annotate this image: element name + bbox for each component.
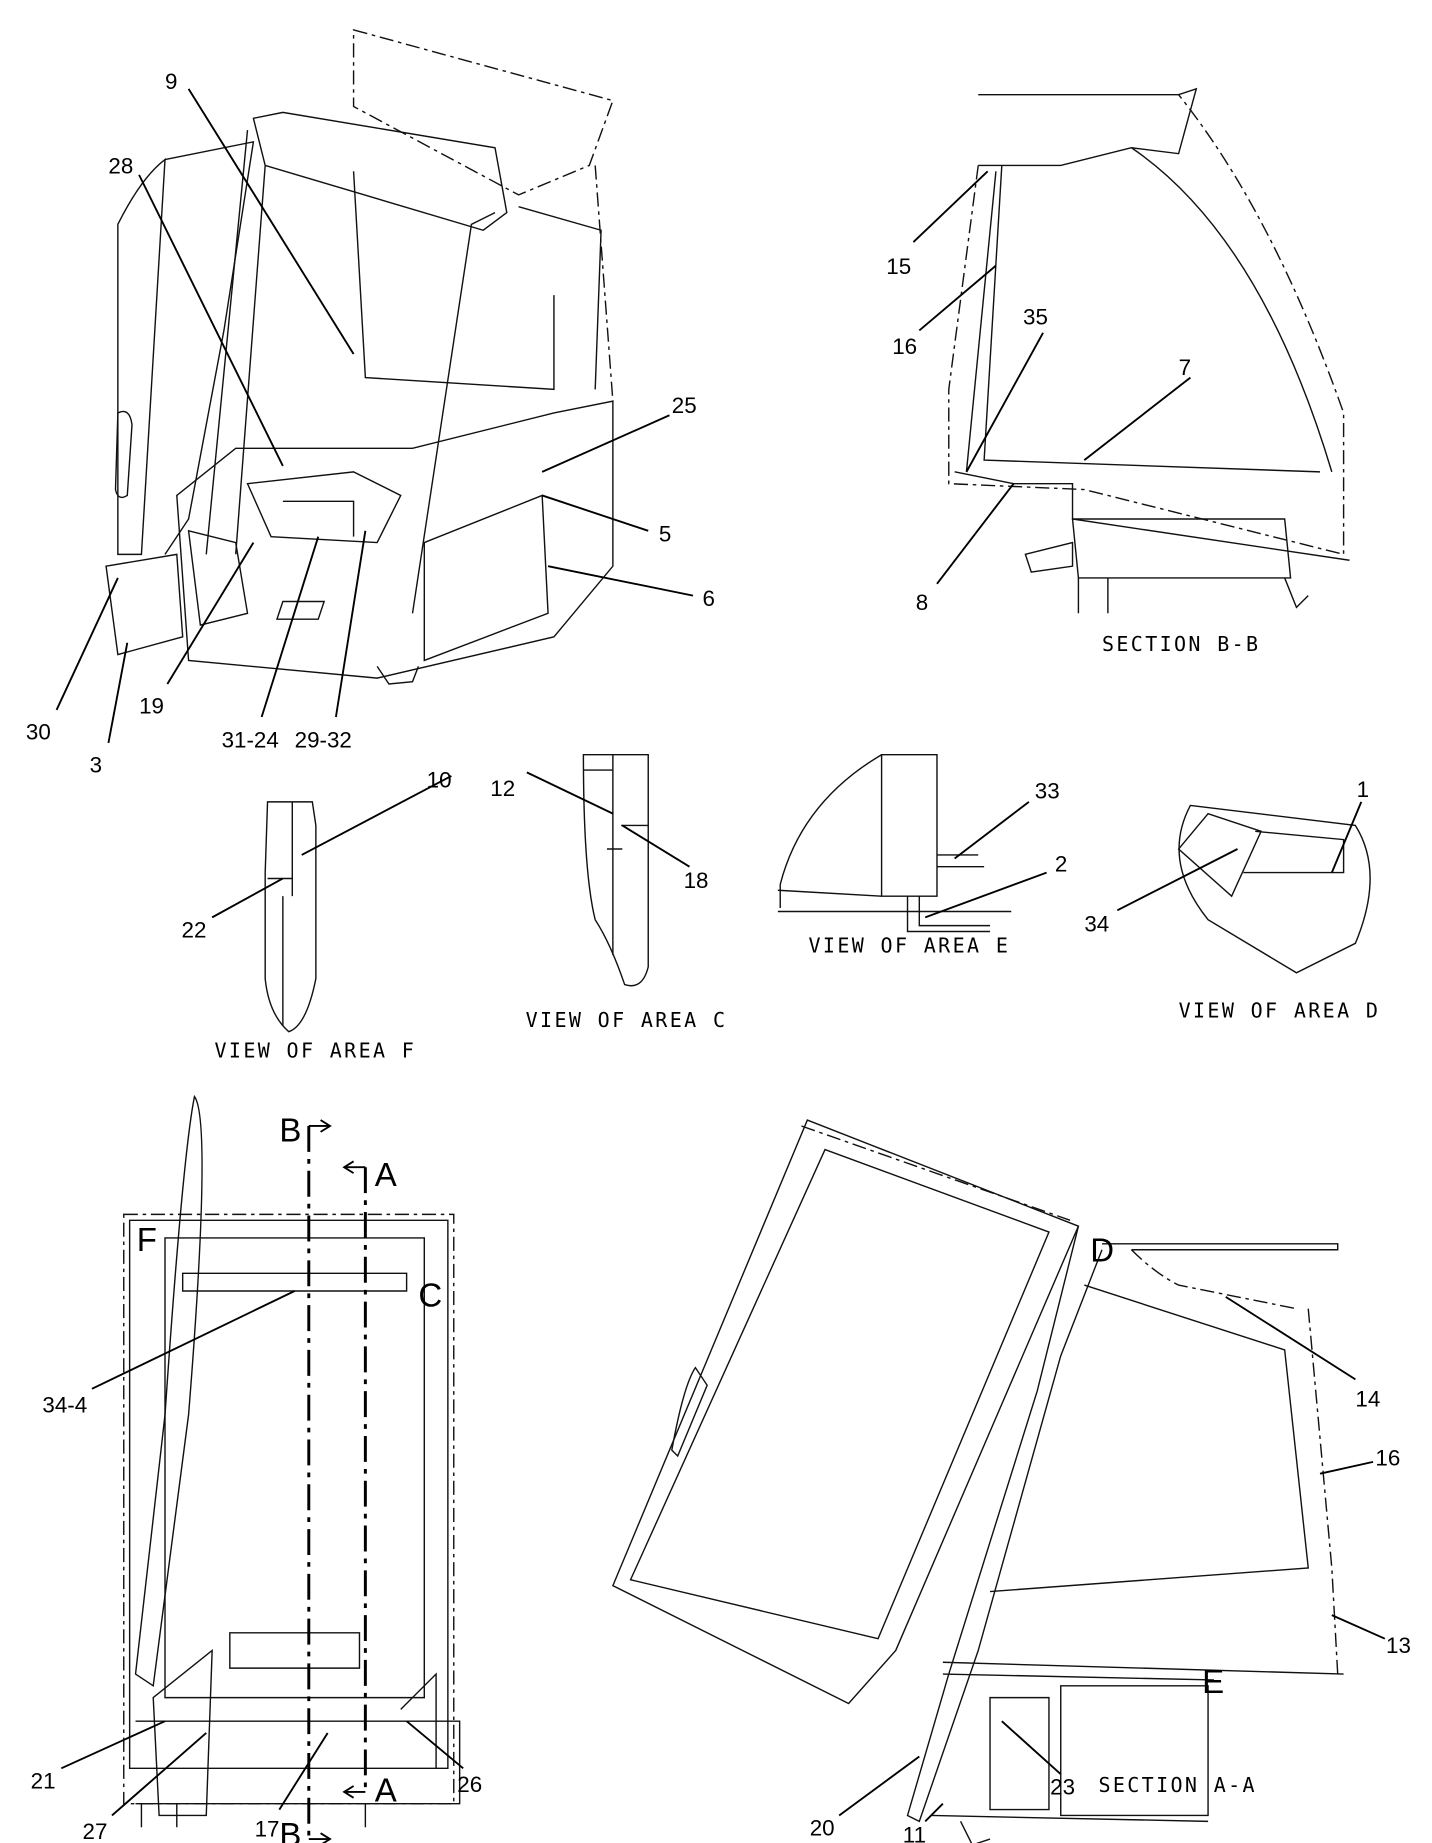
caption-section-aa: SECTION A-A — [1098, 1773, 1256, 1797]
callout-22: 22 — [182, 917, 207, 942]
callout-27: 27 — [83, 1819, 108, 1843]
section-marker-b-top: B — [279, 1111, 301, 1148]
section-bb-view — [948, 87, 1350, 614]
caption-view-area-f: VIEW OF AREA F — [215, 1039, 417, 1063]
callout-7: 7 — [1179, 355, 1191, 380]
front-elevation-view — [123, 1094, 461, 1843]
area-marker-c: C — [418, 1276, 442, 1313]
area-marker-e: E — [1202, 1663, 1224, 1700]
callout-2: 2 — [1055, 851, 1067, 876]
callout-3: 3 — [90, 752, 102, 777]
callout-5: 5 — [659, 521, 671, 546]
callout-26: 26 — [457, 1772, 482, 1797]
cab-isometric-view — [105, 28, 614, 685]
callout-25: 25 — [672, 393, 697, 418]
callout-10: 10 — [427, 768, 452, 793]
markers-front: B A F C A B — [137, 1111, 443, 1843]
callout-20: 20 — [810, 1816, 835, 1841]
leader-lines-section-aa — [838, 1296, 1386, 1823]
callout-11: 11 — [903, 1823, 926, 1843]
section-aa-view — [611, 1119, 1344, 1843]
callout-19: 19 — [139, 693, 164, 718]
callout-14: 14 — [1355, 1386, 1380, 1411]
section-marker-a-bottom: A — [375, 1771, 397, 1808]
callout-18: 18 — [684, 868, 709, 893]
callout-1: 1 — [1357, 777, 1369, 802]
callouts-section-aa: D E 14 16 13 20 11 23 SECTION A-A — [810, 1232, 1411, 1843]
callouts-front: 34-4 21 27 17 26 — [31, 1392, 483, 1843]
area-marker-f: F — [137, 1221, 157, 1258]
callout-8: 8 — [916, 590, 928, 615]
leader-lines-section-bb — [912, 170, 1191, 585]
callouts-isometric: 9 28 25 5 6 30 19 3 31-24 29-32 — [26, 69, 715, 778]
view-area-d: 1 34 VIEW OF AREA D — [1084, 777, 1381, 1023]
callout-23: 23 — [1050, 1774, 1075, 1799]
callout-15: 15 — [886, 254, 911, 279]
callout-30: 30 — [26, 719, 51, 744]
callout-21: 21 — [31, 1768, 56, 1793]
section-marker-a-top: A — [375, 1156, 397, 1193]
view-area-c: 12 18 VIEW OF AREA C — [490, 754, 728, 1032]
callout-12: 12 — [490, 776, 515, 801]
callouts-section-bb: 15 16 35 7 8 SECTION B-B — [886, 254, 1260, 656]
callout-29-32: 29-32 — [295, 728, 352, 753]
caption-view-area-c: VIEW OF AREA C — [526, 1008, 728, 1032]
callout-34: 34 — [1084, 912, 1109, 937]
caption-view-area-e: VIEW OF AREA E — [809, 934, 1011, 958]
section-marker-b-bottom: B — [279, 1816, 301, 1843]
callout-35: 35 — [1023, 305, 1048, 330]
callout-9: 9 — [165, 69, 177, 94]
view-area-e: 33 2 VIEW OF AREA E — [777, 754, 1067, 958]
callout-13: 13 — [1386, 1633, 1411, 1658]
caption-view-area-d: VIEW OF AREA D — [1179, 999, 1381, 1023]
caption-section-bb: SECTION B-B — [1102, 632, 1260, 656]
callout-34-4: 34-4 — [42, 1392, 87, 1417]
callout-6: 6 — [702, 586, 714, 611]
leader-lines-front — [60, 1290, 464, 1817]
callout-16: 16 — [892, 334, 917, 359]
view-area-f: 10 22 VIEW OF AREA F — [182, 768, 452, 1063]
callout-28: 28 — [108, 154, 133, 179]
leader-lines-isometric — [55, 88, 694, 744]
callout-33: 33 — [1035, 778, 1060, 803]
area-marker-d: D — [1090, 1232, 1114, 1269]
callout-31-24: 31-24 — [222, 728, 279, 753]
callout-16-section-aa: 16 — [1375, 1445, 1400, 1470]
callout-17: 17 — [255, 1817, 280, 1842]
